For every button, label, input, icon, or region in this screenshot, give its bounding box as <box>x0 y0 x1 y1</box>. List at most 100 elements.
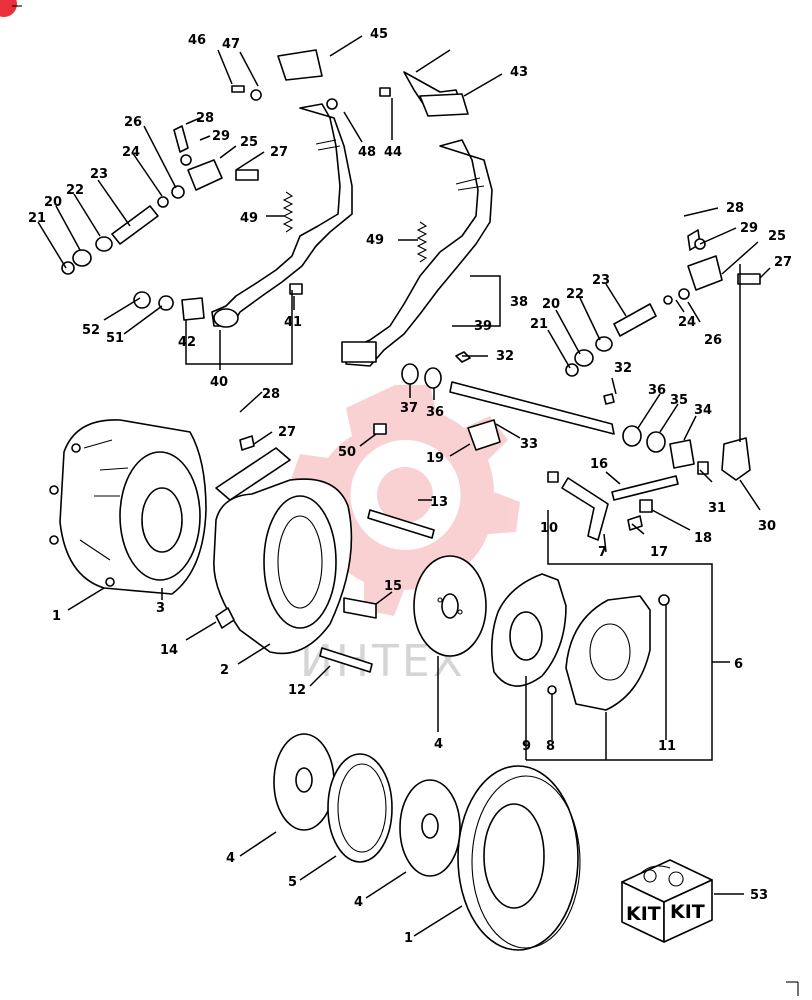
brake-backplate-2 <box>213 478 353 655</box>
spring-49-left <box>282 191 294 233</box>
bolt-10 <box>547 471 559 483</box>
leader-lines <box>37 35 771 937</box>
callout-37: 37 <box>400 401 418 416</box>
callout-27c: 27 <box>278 425 296 440</box>
callout-31: 31 <box>708 501 726 516</box>
brake-pedal-right <box>341 139 493 367</box>
callout-46: 46 <box>188 33 206 48</box>
callout-3: 3 <box>156 601 165 616</box>
callout-4a: 4 <box>434 737 443 752</box>
callout-50: 50 <box>338 445 356 460</box>
kit-label-left: KIT <box>626 903 661 925</box>
callout-6: 6 <box>734 657 743 672</box>
stud-12 <box>319 647 373 673</box>
callout-5: 5 <box>288 875 297 890</box>
callout-41: 41 <box>284 315 302 330</box>
callout-42: 42 <box>178 335 196 350</box>
actuator-rod-27 <box>215 447 291 501</box>
brake-pedal-left <box>211 103 353 328</box>
callout-14: 14 <box>160 643 178 658</box>
callout-22a: 22 <box>66 183 84 198</box>
callout-39: 39 <box>474 319 492 334</box>
pedal-pad-45 <box>277 49 323 81</box>
kit-label-right: KIT <box>670 901 705 923</box>
callout-26b: 26 <box>704 333 722 348</box>
callout-4b: 4 <box>226 851 235 866</box>
callout-27a: 27 <box>270 145 288 160</box>
callout-20a: 20 <box>44 195 62 210</box>
callout-38: 38 <box>510 295 528 310</box>
callout-22b: 22 <box>566 287 584 302</box>
callout-35: 35 <box>670 393 688 408</box>
callout-28b: 28 <box>726 201 744 216</box>
callout-32a: 32 <box>496 349 514 364</box>
callout-29b: 29 <box>740 221 758 236</box>
pin-17 <box>627 515 643 531</box>
callout-36b: 36 <box>648 383 666 398</box>
callout-53: 53 <box>750 888 768 903</box>
callout-49b: 49 <box>366 233 384 248</box>
callout-30: 30 <box>758 519 776 534</box>
callout-47: 47 <box>222 37 240 52</box>
callout-33: 33 <box>520 437 538 452</box>
callout-8: 8 <box>546 739 555 754</box>
link-7 <box>561 477 609 541</box>
left-linkage <box>61 125 303 321</box>
callout-9: 9 <box>522 739 531 754</box>
callout-48: 48 <box>358 145 376 160</box>
pedal-pad-43 <box>419 93 469 117</box>
callout-28a: 28 <box>196 111 214 126</box>
actuator-assembly-6 <box>490 573 670 711</box>
callout-15: 15 <box>384 579 402 594</box>
callout-26a: 26 <box>124 115 142 130</box>
callout-24b: 24 <box>678 315 696 330</box>
callout-34: 34 <box>694 403 712 418</box>
callout-29a: 29 <box>212 129 230 144</box>
nut-48 <box>326 98 338 110</box>
stud-13 <box>367 509 435 539</box>
callout-44: 44 <box>384 145 402 160</box>
plate-5 <box>327 753 393 863</box>
friction-disc-4-middle <box>413 555 487 657</box>
callout-27b: 27 <box>774 255 792 270</box>
housing-1-bottom <box>457 765 581 951</box>
cross-shaft-33 <box>373 363 751 481</box>
callout-43: 43 <box>510 65 528 80</box>
kit-box-53: KIT KIT <box>621 859 713 943</box>
spring-49-right <box>416 221 428 263</box>
callout-11: 11 <box>658 739 676 754</box>
callout-52: 52 <box>82 323 100 338</box>
clip-28 <box>239 435 255 451</box>
callout-25a: 25 <box>240 135 258 150</box>
callout-21a: 21 <box>28 211 46 226</box>
callout-45: 45 <box>370 27 388 42</box>
callout-23a: 23 <box>90 167 108 182</box>
callout-13: 13 <box>430 495 448 510</box>
callout-18: 18 <box>694 531 712 546</box>
callout-4c: 4 <box>354 895 363 910</box>
callout-16: 16 <box>590 457 608 472</box>
callout-36a: 36 <box>426 405 444 420</box>
bolt-18 <box>639 499 653 513</box>
callout-40: 40 <box>210 375 228 390</box>
callout-28c: 28 <box>262 387 280 402</box>
callout-1a: 1 <box>52 609 61 624</box>
link-16 <box>611 475 679 501</box>
bolt-44 <box>379 87 391 97</box>
pin-15 <box>343 597 377 619</box>
callout-2: 2 <box>220 663 229 678</box>
callout-20b: 20 <box>542 297 560 312</box>
callout-19: 19 <box>426 451 444 466</box>
callout-49a: 49 <box>240 211 258 226</box>
callout-labels: 45 43 46 47 48 44 28 29 25 27 26 24 23 2… <box>28 27 792 946</box>
callout-24a: 24 <box>122 145 140 160</box>
callout-12: 12 <box>288 683 306 698</box>
callout-23b: 23 <box>592 273 610 288</box>
disc-4-bottom-right <box>399 779 461 877</box>
bolt-46 <box>231 85 262 101</box>
callout-7: 7 <box>598 545 607 560</box>
callout-17: 17 <box>650 545 668 560</box>
